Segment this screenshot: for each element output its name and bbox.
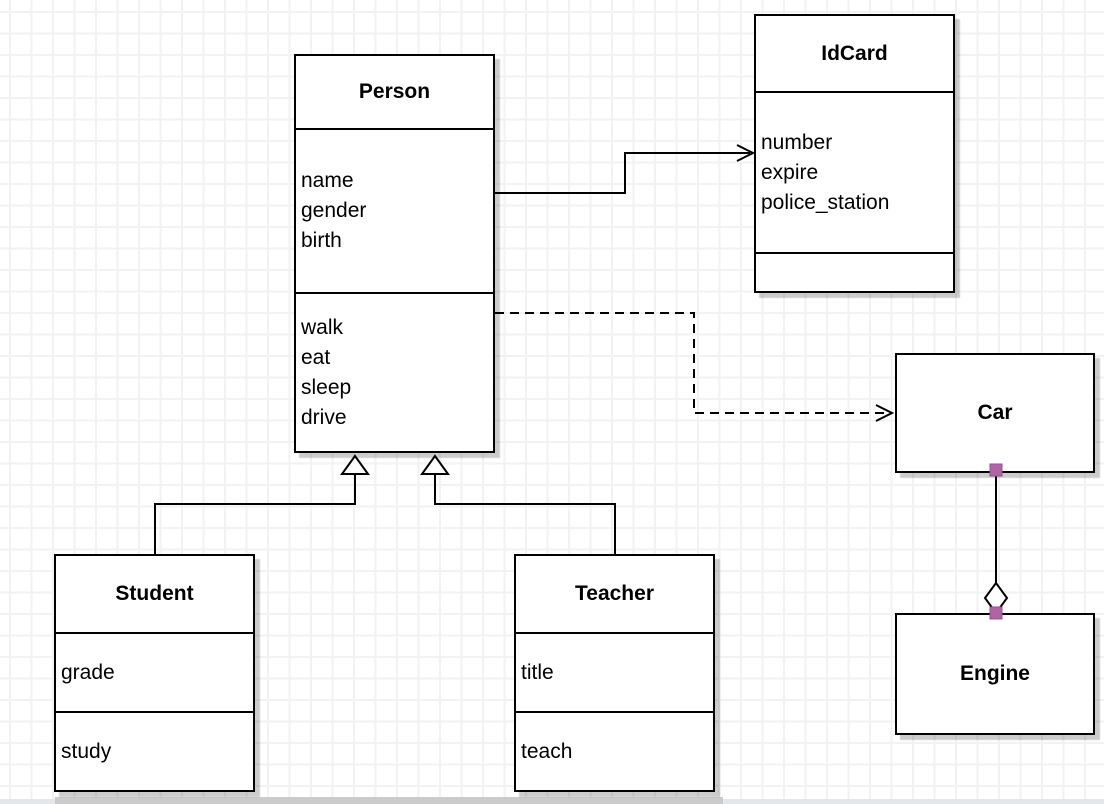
class-idcard[interactable]: IdCard number expire police_station (754, 14, 955, 293)
attribute-row: title (521, 660, 554, 684)
method-row: eat (301, 345, 331, 369)
open-arrowhead-icon (736, 144, 756, 162)
class-person-title: Person (296, 56, 493, 130)
method-row: teach (521, 739, 573, 763)
edge-generalization-teacher-person[interactable] (420, 454, 616, 554)
edge-line[interactable] (495, 312, 886, 414)
edge-association-person-idcard[interactable] (495, 144, 756, 194)
class-engine-title: Engine (959, 662, 1030, 685)
class-idcard-attributes: number expire police_station (756, 93, 953, 254)
edge-line[interactable] (154, 474, 356, 554)
method-row: study (61, 739, 112, 763)
edge-line[interactable] (434, 474, 616, 554)
class-engine[interactable]: Engine (895, 613, 1095, 735)
class-person-attributes: name gender birth (296, 130, 493, 294)
class-idcard-methods (756, 254, 953, 291)
attribute-row: gender (301, 199, 367, 222)
class-teacher-title: Teacher (516, 556, 713, 634)
class-person[interactable]: Person name gender birth walk eat sleep … (294, 54, 495, 453)
class-student[interactable]: Student grade study (54, 554, 255, 792)
attribute-row: police_station (761, 190, 890, 214)
class-teacher[interactable]: Teacher title teach (514, 554, 715, 792)
canvas-bottom-shadow-strip (55, 797, 723, 804)
attribute-row: expire (761, 160, 819, 184)
edge-aggregation-car-engine[interactable] (983, 463, 1009, 620)
edge-generalization-student-person[interactable] (154, 454, 370, 554)
attribute-row: grade (61, 660, 115, 684)
class-student-title: Student (56, 556, 253, 634)
class-car-title: Car (977, 401, 1013, 424)
hollow-triangle-arrowhead-icon (340, 454, 370, 475)
attribute-row: birth (301, 229, 342, 252)
edge-line[interactable] (495, 152, 750, 194)
class-teacher-methods: teach (516, 713, 713, 790)
class-idcard-title: IdCard (756, 16, 953, 93)
class-car[interactable]: Car (895, 353, 1095, 473)
attribute-row: number (761, 130, 833, 154)
open-arrowhead-icon (875, 404, 895, 422)
hollow-triangle-arrowhead-icon (420, 454, 450, 475)
hollow-diamond-icon (983, 581, 1009, 615)
method-row: drive (301, 405, 347, 429)
class-student-attributes: grade (56, 634, 253, 713)
method-row: sleep (301, 375, 352, 399)
class-teacher-attributes: title (516, 634, 713, 713)
class-person-methods: walk eat sleep drive (296, 294, 493, 451)
attribute-row: name (301, 169, 354, 192)
class-student-methods: study (56, 713, 253, 790)
method-row: walk (301, 315, 344, 339)
edge-dependency-person-car[interactable] (495, 312, 895, 422)
